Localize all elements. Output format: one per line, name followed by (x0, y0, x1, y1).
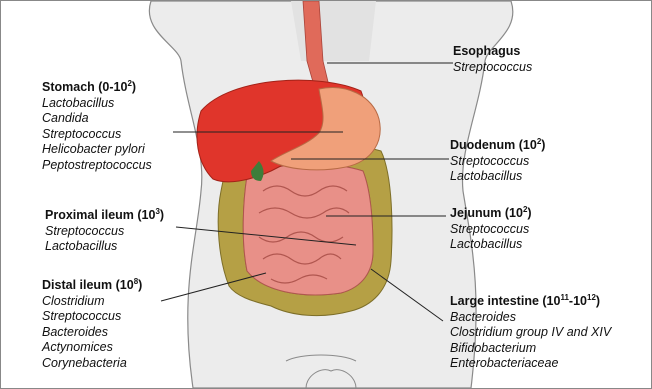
label-jejunum-item: Lactobacillus (450, 237, 532, 253)
label-jejunum-item: Streptococcus (450, 222, 532, 238)
label-distal-ileum: Distal ileum (108) Clostridium Streptoco… (42, 278, 142, 372)
label-distal-ileum-item: Bacteroides (42, 325, 142, 341)
label-duodenum-item: Streptococcus (450, 154, 545, 170)
label-proximal-ileum-item: Lactobacillus (45, 239, 164, 255)
label-duodenum: Duodenum (102) Streptococcus Lactobacill… (450, 138, 545, 185)
label-stomach-item: Peptostreptococcus (42, 158, 152, 174)
label-large-intestine-item: Clostridium group IV and XIV (450, 325, 611, 341)
label-distal-ileum-item: Actynomices (42, 340, 142, 356)
label-distal-ileum-item: Streptococcus (42, 309, 142, 325)
label-stomach-item: Helicobacter pylori (42, 142, 152, 158)
label-stomach-item: Streptococcus (42, 127, 152, 143)
label-esophagus: Esophagus Streptococcus (453, 44, 532, 75)
label-large-intestine-item: Bacteroides (450, 310, 611, 326)
label-proximal-ileum-title: Proximal ileum (103) (45, 208, 164, 224)
label-large-intestine: Large intestine (1011-1012) Bacteroides … (450, 294, 611, 372)
label-stomach-item: Candida (42, 111, 152, 127)
label-stomach-item: Lactobacillus (42, 96, 152, 112)
label-distal-ileum-item: Corynebacteria (42, 356, 142, 372)
label-proximal-ileum-item: Streptococcus (45, 224, 164, 240)
label-jejunum: Jejunum (102) Streptococcus Lactobacillu… (450, 206, 532, 253)
label-large-intestine-item: Enterobacteriaceae (450, 356, 611, 372)
label-proximal-ileum: Proximal ileum (103) Streptococcus Lacto… (45, 208, 164, 255)
label-stomach-title: Stomach (0-102) (42, 80, 152, 96)
label-large-intestine-title: Large intestine (1011-1012) (450, 294, 611, 310)
label-distal-ileum-item: Clostridium (42, 294, 142, 310)
label-stomach: Stomach (0-102) Lactobacillus Candida St… (42, 80, 152, 174)
label-esophagus-title: Esophagus (453, 44, 532, 60)
label-esophagus-item: Streptococcus (453, 60, 532, 76)
label-large-intestine-item: Bifidobacterium (450, 341, 611, 357)
label-duodenum-item: Lactobacillus (450, 169, 545, 185)
label-distal-ileum-title: Distal ileum (108) (42, 278, 142, 294)
label-duodenum-title: Duodenum (102) (450, 138, 545, 154)
label-jejunum-title: Jejunum (102) (450, 206, 532, 222)
